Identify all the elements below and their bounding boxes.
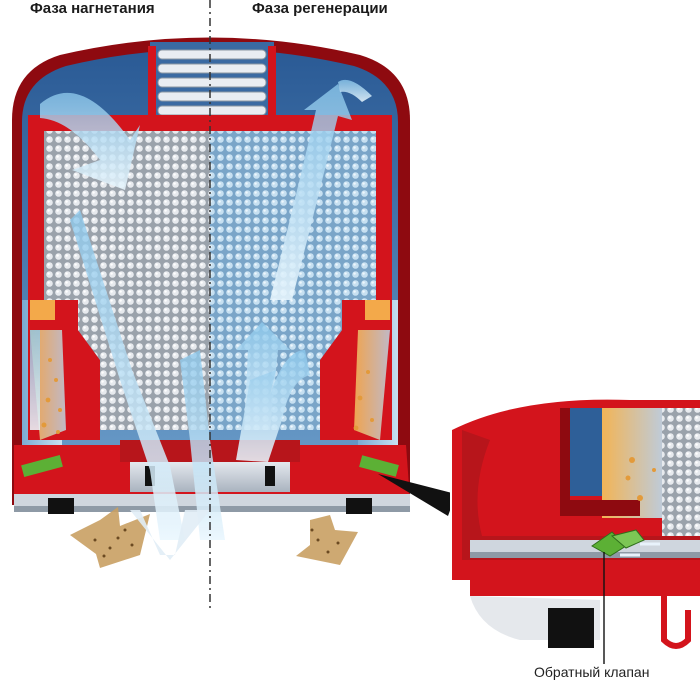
label-charging-phase: Фаза нагнетания: [30, 0, 155, 17]
zoom-inset: [450, 398, 700, 660]
air-flow-arrow-regen: [236, 79, 372, 462]
check-valve-icon: [591, 529, 660, 557]
seal-right: [346, 498, 372, 514]
zoom-seal: [548, 608, 594, 648]
seal-left: [48, 498, 74, 514]
label-check-valve: Обратный клапан: [534, 664, 650, 680]
air-flow-arrow: [30, 92, 225, 540]
zoom-pointer: [378, 474, 456, 516]
label-regeneration-phase: Фаза регенерации: [252, 0, 388, 17]
spring-icon: [148, 42, 276, 122]
oil-flow-arrow: [70, 507, 358, 568]
